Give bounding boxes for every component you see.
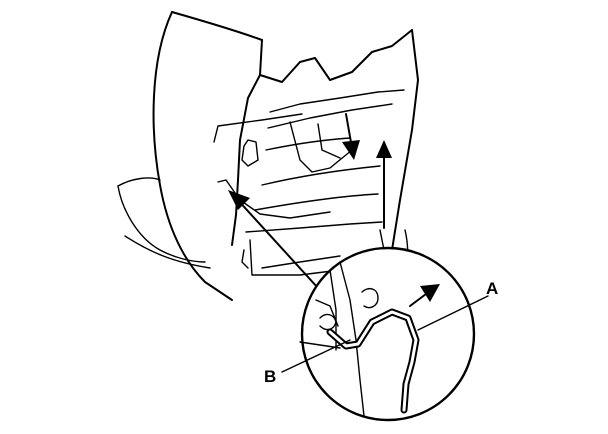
callout-b-leader <box>281 339 351 373</box>
motion-arrow-diagonal <box>228 190 319 289</box>
motion-arrow-up <box>376 140 392 229</box>
seat-back-cushion <box>117 11 263 301</box>
wire-rod <box>213 113 331 219</box>
detail-circle <box>299 246 476 422</box>
callout-a-leader <box>417 295 489 331</box>
callout-a-label: A <box>486 279 498 298</box>
motion-arrow-down <box>342 113 360 160</box>
seat-frame <box>231 29 419 301</box>
callout-b-label: B <box>264 367 276 386</box>
